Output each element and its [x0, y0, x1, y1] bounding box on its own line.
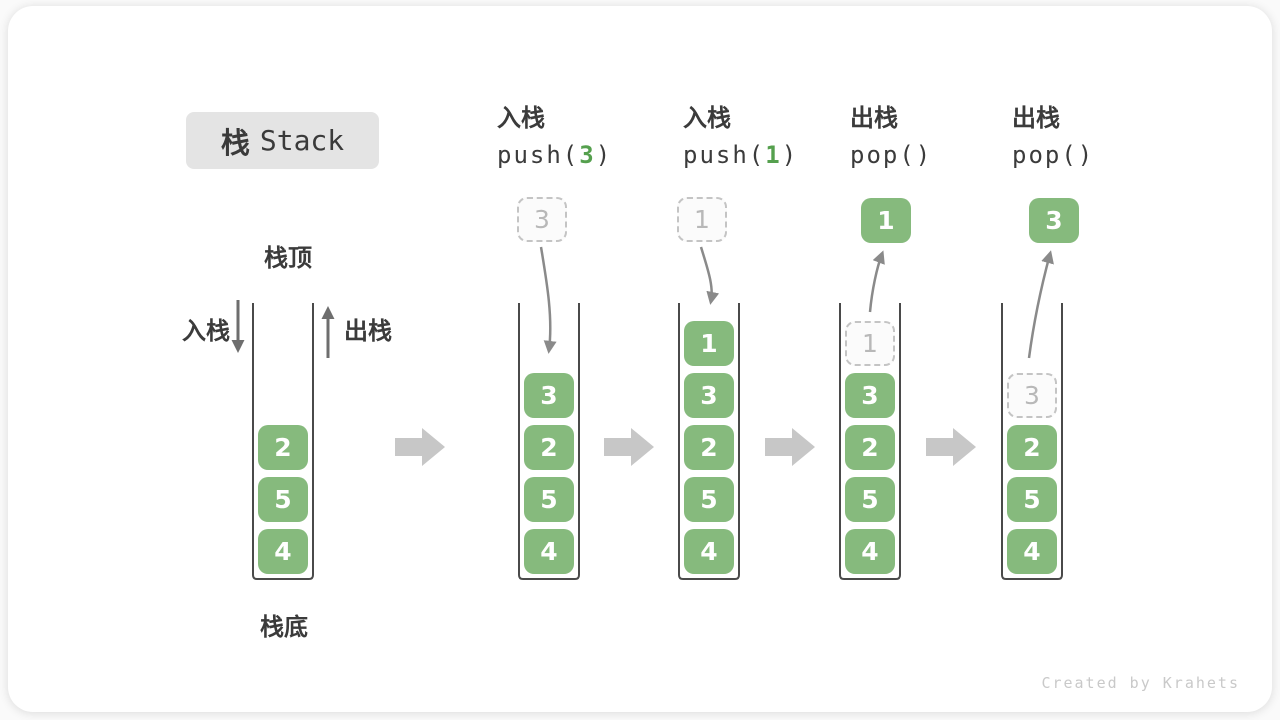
code-argument: 1 — [765, 141, 782, 169]
pop-side-label: 出栈 — [344, 317, 392, 345]
push-motion-arrow-icon — [699, 246, 720, 305]
stack-item: 5 — [684, 477, 734, 522]
stack-item: 2 — [684, 425, 734, 470]
code-argument: 3 — [579, 141, 596, 169]
stack-item: 4 — [1007, 529, 1057, 574]
incoming-value-box: 3 — [517, 196, 567, 242]
pop-motion-arrow-icon — [868, 250, 885, 313]
stack-item: 5 — [258, 477, 308, 522]
stack-item: 4 — [845, 529, 895, 574]
stack-container — [839, 303, 901, 580]
stack-item: 2 — [1007, 425, 1057, 470]
operation-code: push(3) — [497, 142, 612, 168]
stack-top-label: 栈顶 — [264, 244, 312, 272]
next-step-arrow-icon — [926, 428, 976, 466]
next-step-arrow-icon — [765, 428, 815, 466]
code-text: pop( — [850, 141, 916, 169]
stack-item: 2 — [845, 425, 895, 470]
stack-item: 4 — [684, 529, 734, 574]
popped-value-box: 3 — [1029, 197, 1079, 243]
popped-ghost-item: 1 — [845, 321, 895, 366]
operation-code: pop() — [850, 142, 932, 168]
code-text: pop( — [1012, 141, 1078, 169]
stack-container — [678, 303, 740, 580]
stack-item: 4 — [524, 529, 574, 574]
push-side-label: 入栈 — [182, 317, 230, 345]
title-zh: 栈 — [220, 125, 250, 160]
operation-label-zh: 出栈 — [1012, 104, 1060, 132]
code-text: push( — [497, 141, 580, 169]
incoming-value-box: 1 — [677, 196, 727, 242]
diagram-title: 栈 Stack — [186, 112, 379, 169]
code-text: ) — [595, 141, 613, 169]
push-motion-arrow-icon — [539, 246, 557, 354]
stack-containers — [252, 303, 1063, 580]
code-text: ) — [915, 141, 933, 169]
stack-container — [252, 303, 314, 580]
stack-item: 2 — [258, 425, 308, 470]
push-pop-arrows — [539, 246, 1054, 359]
title-en: Stack — [259, 124, 345, 157]
stack-item: 2 — [524, 425, 574, 470]
code-text: ) — [781, 141, 799, 169]
step-arrows — [395, 428, 976, 466]
popped-ghost-item: 3 — [1007, 373, 1057, 418]
next-step-arrow-icon — [395, 428, 445, 466]
stack-item: 3 — [845, 373, 895, 418]
stack-item: 1 — [684, 321, 734, 366]
watermark: Created by Krahets — [1041, 674, 1240, 692]
stack-container — [518, 303, 580, 580]
operation-label-zh: 入栈 — [497, 104, 545, 132]
code-text: push( — [683, 141, 766, 169]
stack-item: 4 — [258, 529, 308, 574]
next-step-arrow-icon — [604, 428, 654, 466]
stack-item: 5 — [524, 477, 574, 522]
stack-item: 3 — [684, 373, 734, 418]
stack-item: 3 — [524, 373, 574, 418]
stack-item: 5 — [1007, 477, 1057, 522]
stack-item: 5 — [845, 477, 895, 522]
stack-container — [1001, 303, 1063, 580]
popped-value-box: 1 — [861, 197, 911, 243]
operation-code: push(1) — [683, 142, 798, 168]
operation-label-zh: 出栈 — [850, 104, 898, 132]
code-text: ) — [1077, 141, 1095, 169]
operation-code: pop() — [1012, 142, 1094, 168]
operation-label-zh: 入栈 — [683, 104, 731, 132]
pop-motion-arrow-icon — [1027, 250, 1054, 359]
stack-bottom-label: 栈底 — [260, 613, 308, 641]
